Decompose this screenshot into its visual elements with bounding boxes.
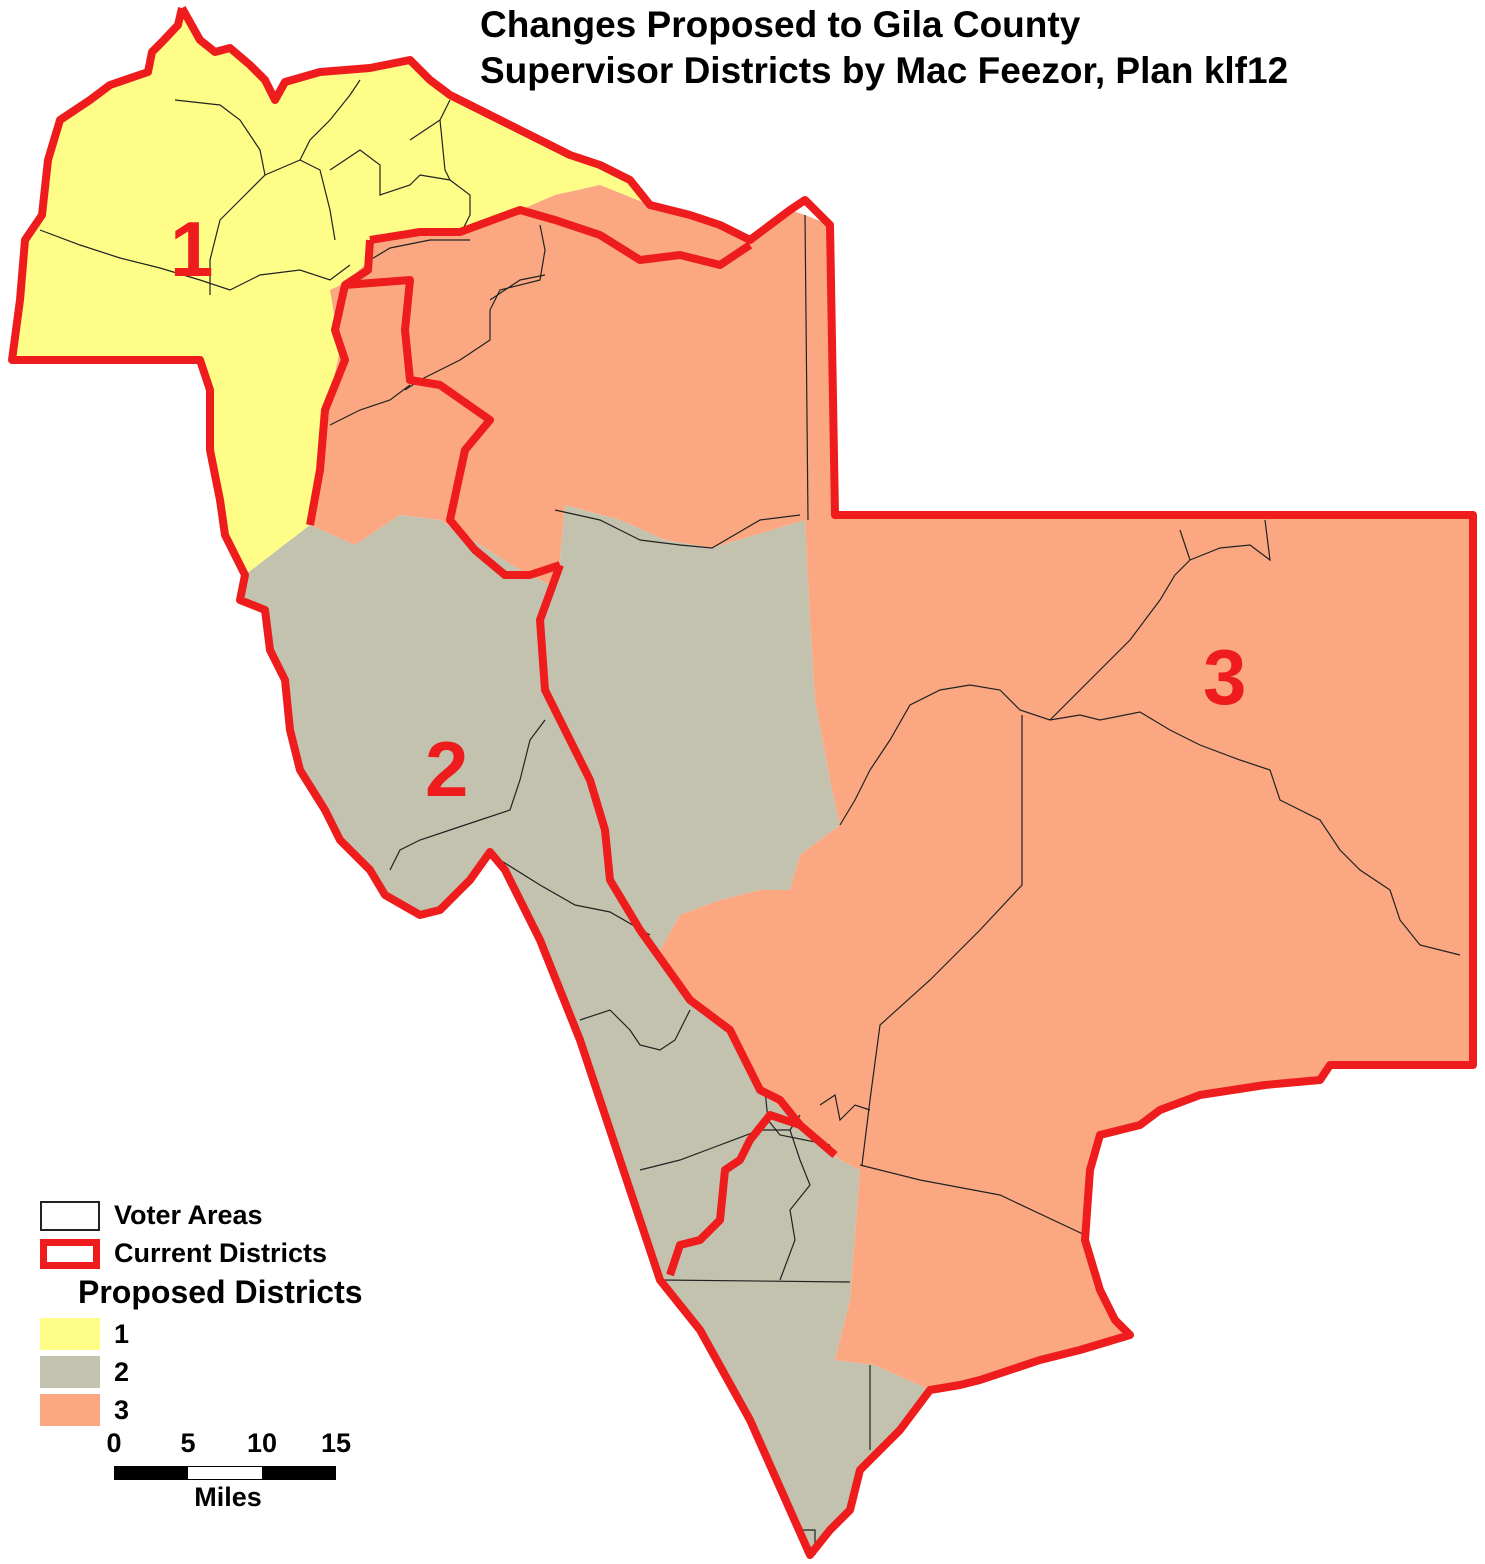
scale-tick-5: 5 [180,1428,196,1458]
district-3-label: 3 [1203,633,1247,721]
voter-area-lines [39,79,1461,1555]
scale-tick-15: 15 [320,1428,352,1458]
legend-swatch-2 [40,1356,100,1388]
scale-bar: 0 5 10 15 Miles [100,1428,360,1518]
legend-voter-areas-label: Voter Areas [114,1200,263,1230]
district-3-north-area[interactable] [310,185,805,585]
scale-segment-1 [114,1466,188,1480]
district-2-label: 2 [425,725,469,813]
map-title: Changes Proposed to Gila County Supervis… [480,2,1288,94]
legend-item-2: 2 [40,1356,129,1388]
legend-current-districts: Current Districts [40,1238,327,1269]
voter-areas-swatch [40,1200,100,1231]
district-1-label: 1 [170,205,214,293]
legend-swatch-1 [40,1318,100,1350]
legend-item-1: 1 [40,1318,129,1350]
map-title-line-1: Changes Proposed to Gila County [480,4,1081,45]
current-district-boundaries [8,6,1477,1559]
scale-segment-3 [262,1466,336,1480]
legend-current-districts-label: Current Districts [114,1238,328,1268]
scale-tick-0: 0 [106,1428,122,1458]
legend-item-3-label: 3 [114,1394,130,1425]
map-legend: Voter Areas Current Districts Proposed D… [40,1198,420,1518]
district-1-area[interactable] [12,8,650,575]
scale-unit-label: Miles [194,1482,262,1512]
legend-item-2-label: 2 [114,1356,130,1387]
legend-voter-areas: Voter Areas [40,1200,263,1231]
scale-segment-2 [188,1466,262,1480]
scale-tick-10: 10 [246,1428,278,1458]
legend-swatch-3 [40,1394,100,1426]
legend-proposed-heading: Proposed Districts [78,1274,363,1310]
current-districts-swatch [40,1238,100,1269]
district-2-area[interactable] [240,505,930,1555]
legend-item-3: 3 [40,1394,129,1426]
map-title-line-2: Supervisor Districts by Mac Feezor, Plan… [480,50,1289,91]
district-3-east-area[interactable] [660,215,1473,1390]
legend-item-1-label: 1 [114,1318,130,1349]
